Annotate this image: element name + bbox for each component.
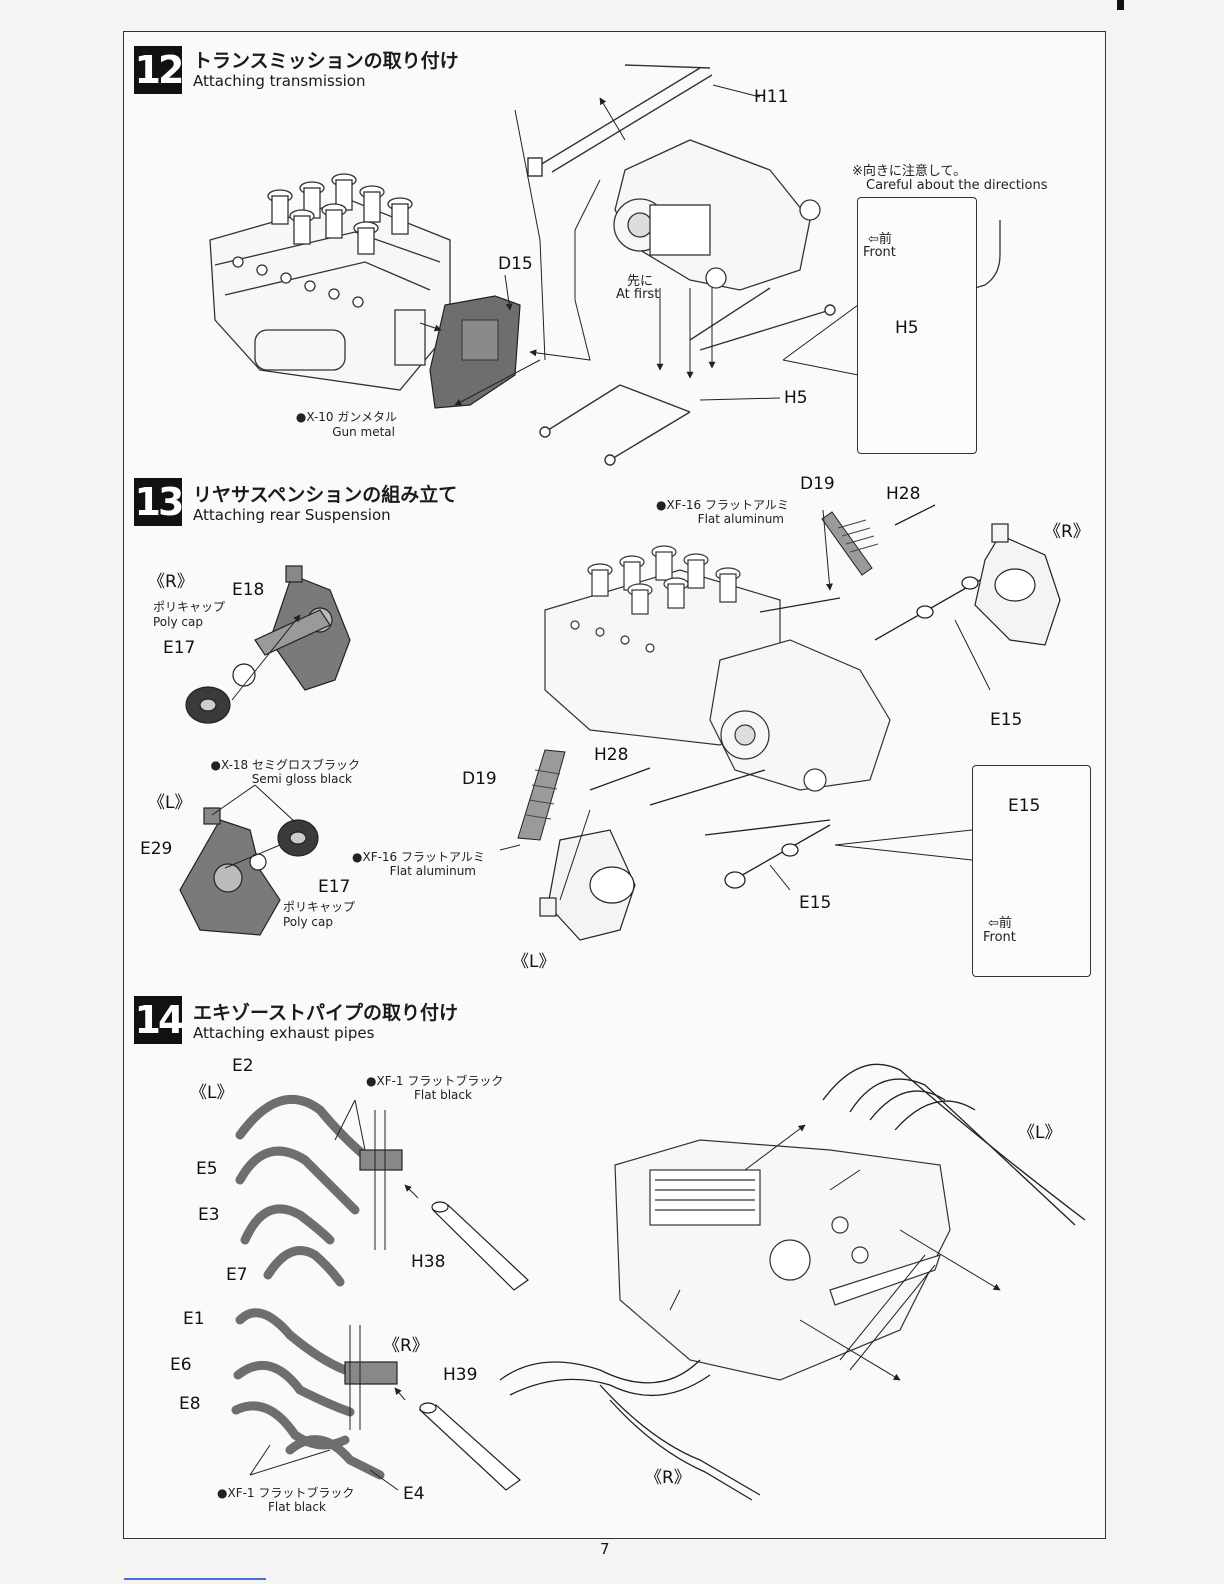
driveshaft-e15-right xyxy=(874,576,981,641)
part-label-e15-right: E15 xyxy=(990,710,1023,730)
upright-l-small xyxy=(179,807,319,936)
paint-note-xf16-en-mid: Flat aluminum xyxy=(389,864,476,878)
inset-box-e15 xyxy=(972,765,1091,977)
step-number-12: 12 xyxy=(134,46,184,94)
part-label-e15-bottom: E15 xyxy=(799,893,832,913)
assembly-mark-r-13: 《R》 xyxy=(1044,522,1090,542)
inset-front-en-12: Front xyxy=(863,245,896,260)
note-first-en: At first xyxy=(616,287,660,302)
part-label-h28-top: H28 xyxy=(886,484,921,504)
paint-note-xf1-en-bottom: Flat black xyxy=(268,1500,326,1514)
assembly-mark-r-14: 《R》 xyxy=(645,1468,691,1488)
engine-illustration-step13 xyxy=(544,545,891,792)
step-title-ja-14: エキゾーストパイプの取り付け xyxy=(193,1002,459,1024)
inset-front-ja-13: ⇦前 xyxy=(988,916,1012,931)
tailpipe-h38 xyxy=(431,1201,529,1291)
paint-note-xf1-ja-top: ●XF-1 フラットブラック xyxy=(366,1074,504,1088)
part-label-e29: E29 xyxy=(140,839,173,859)
inset-label-h5: H5 xyxy=(895,318,919,338)
polycap-ja-r: ポリキャップ xyxy=(153,600,226,614)
part-label-h28-mid: H28 xyxy=(594,745,629,765)
upright-r-small xyxy=(185,565,351,724)
part-label-e17-r: E17 xyxy=(163,638,196,658)
part-label-e17-l: E17 xyxy=(318,877,351,897)
part-label-h39: H39 xyxy=(443,1365,478,1385)
inset-label-e15: E15 xyxy=(1008,796,1041,816)
step-number-13: 13 xyxy=(134,478,184,526)
step-title-ja-12: トランスミッションの取り付け xyxy=(193,50,459,72)
part-label-e3: E3 xyxy=(198,1205,220,1225)
step-title-en-14: Attaching exhaust pipes xyxy=(193,1024,375,1042)
side-mark-r-14: 《R》 xyxy=(383,1336,429,1356)
inset-front-en-13: Front xyxy=(983,930,1016,945)
assembly-mark-l-14: 《L》 xyxy=(1018,1123,1062,1143)
polycap-en-l: Poly cap xyxy=(283,915,333,929)
part-label-h11: H11 xyxy=(754,87,789,107)
corner-mark xyxy=(1117,0,1124,10)
part-label-e2: E2 xyxy=(232,1056,254,1076)
part-label-e18: E18 xyxy=(232,580,265,600)
engine-illustration-step12 xyxy=(209,173,451,391)
inset-front-ja-12: ⇦前 xyxy=(868,232,892,247)
part-label-d15: D15 xyxy=(498,254,533,274)
header-pipes-l xyxy=(822,1063,1086,1226)
links-h28 xyxy=(589,504,936,836)
inset-box-h5 xyxy=(857,197,977,454)
page-number: 7 xyxy=(600,1540,610,1558)
paint-note-xf16-en-top: Flat aluminum xyxy=(697,512,784,526)
upright-l-assembly xyxy=(539,829,636,941)
direction-note-ja: ※向きに注意して。 xyxy=(852,164,967,179)
paint-note-xf16-ja-mid: ●XF-16 フラットアルミ xyxy=(352,850,485,864)
scan-edge-line xyxy=(124,1578,266,1580)
exhaust-pipes-right xyxy=(231,1308,398,1480)
paint-note-x18-ja: ●X-18 セミグロスブラック xyxy=(210,758,360,772)
bar-h11 xyxy=(527,64,713,177)
step-title-ja-13: リヤサスペンションの組み立て xyxy=(193,484,458,506)
header-pipes-r xyxy=(499,1359,761,1501)
step-title-en-13: Attaching rear Suspension xyxy=(193,506,391,524)
step-title-en-12: Attaching transmission xyxy=(193,72,366,90)
paint-note-x18-en: Semi gloss black xyxy=(251,772,352,786)
paint-note-xf16-ja-top: ●XF-16 フラットアルミ xyxy=(656,498,789,512)
paint-note-xf1-ja-bottom: ●XF-1 フラットブラック xyxy=(217,1486,355,1500)
polycap-en-r: Poly cap xyxy=(153,615,203,629)
upright-r-assembly xyxy=(974,523,1061,646)
side-mark-l-14: 《L》 xyxy=(190,1083,234,1103)
transmission-illustration xyxy=(613,139,821,291)
side-mark-r-13: 《R》 xyxy=(148,572,194,592)
tailpipe-h39 xyxy=(418,1402,521,1491)
polycap-ja-l: ポリキャップ xyxy=(283,900,356,914)
arm-h5 xyxy=(539,287,836,466)
part-label-d19-mid: D19 xyxy=(462,769,497,789)
assembly-mark-l-13: 《L》 xyxy=(512,952,556,972)
note-first-ja: 先に xyxy=(627,274,654,289)
paint-note-x10-en: Gun metal xyxy=(332,425,395,439)
direction-note-en: Careful about the directions xyxy=(866,178,1048,193)
part-label-e1: E1 xyxy=(183,1309,205,1329)
part-label-d19-top: D19 xyxy=(800,474,835,494)
part-label-e8: E8 xyxy=(179,1394,201,1414)
part-label-e5: E5 xyxy=(196,1159,218,1179)
paint-note-xf1-en-top: Flat black xyxy=(414,1088,472,1102)
spring-d19-top xyxy=(821,511,879,576)
part-label-h5: H5 xyxy=(784,388,808,408)
part-label-e4: E4 xyxy=(403,1484,425,1504)
driveshaft-e15-bottom xyxy=(724,824,831,889)
spring-d19-mid xyxy=(517,749,566,841)
engine-illustration-step14 xyxy=(614,1139,951,1381)
part-label-e6: E6 xyxy=(170,1355,192,1375)
paint-note-x10-ja: ●X-10 ガンメタル xyxy=(295,410,397,424)
side-mark-l-13: 《L》 xyxy=(148,793,192,813)
step-number-14: 14 xyxy=(134,996,184,1044)
exhaust-pipes-left xyxy=(235,1094,403,1287)
part-label-e7: E7 xyxy=(226,1265,248,1285)
part-label-h38: H38 xyxy=(411,1252,446,1272)
